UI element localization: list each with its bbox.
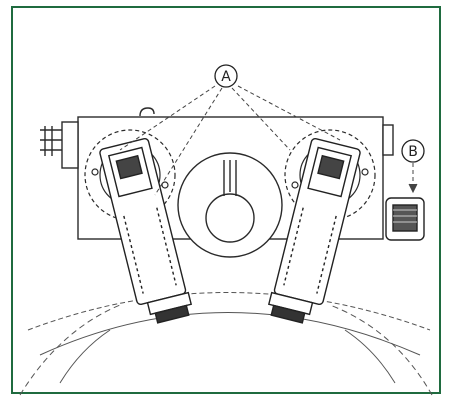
right-sensor-arm	[267, 137, 361, 324]
leader-line-b	[408, 163, 418, 194]
component-b	[385, 197, 425, 241]
central-disc	[177, 152, 283, 258]
leader-lines-a	[119, 85, 341, 196]
callout-b-label: B	[408, 144, 418, 160]
callout-a-label: A	[221, 69, 231, 85]
callout-b: B	[401, 139, 425, 163]
callout-a: A	[214, 64, 238, 88]
left-sensor-arm	[99, 137, 193, 324]
curved-base-lines	[19, 292, 433, 396]
